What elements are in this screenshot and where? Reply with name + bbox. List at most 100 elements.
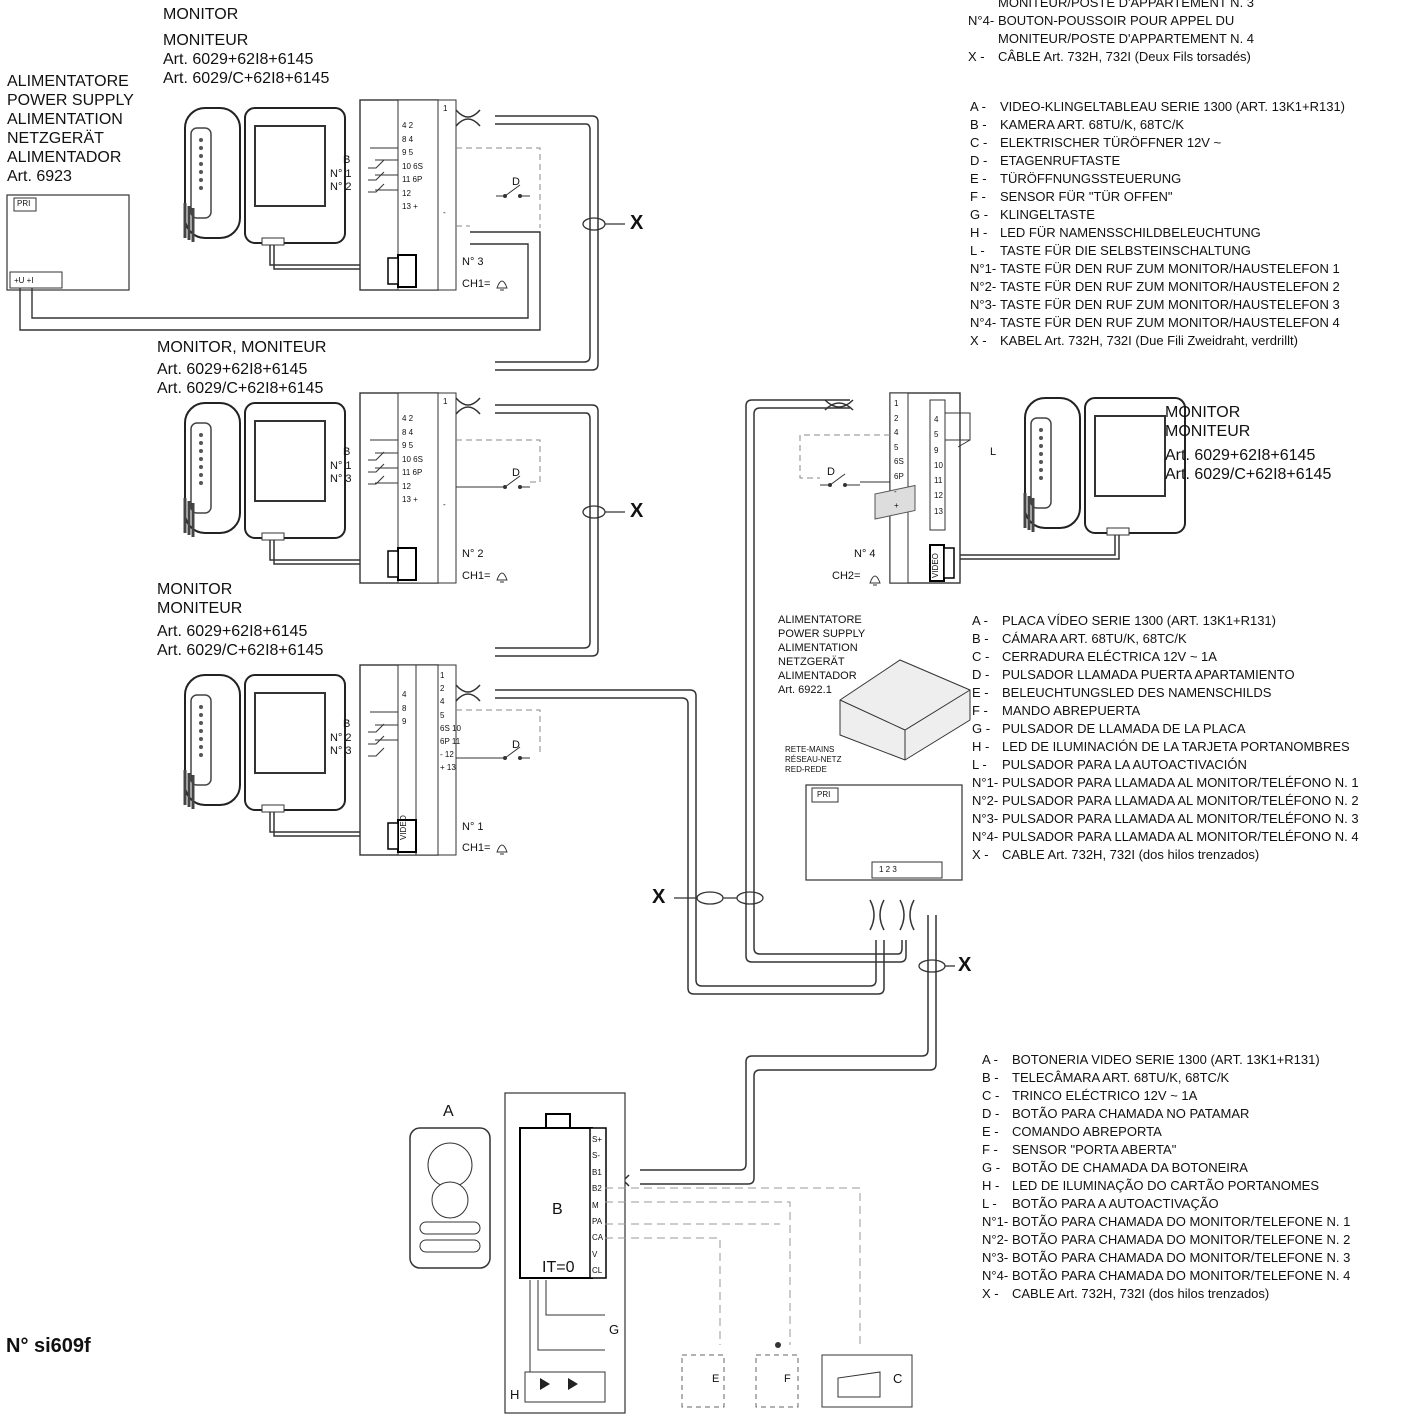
legend-row: G -PULSADOR DE LLAMADA DE LA PLACA (972, 720, 1359, 738)
legend-key: C - (972, 649, 990, 664)
legend-row: N°4-PULSADOR PARA LLAMADA AL MONITOR/TEL… (972, 828, 1359, 846)
legend-key: D - (972, 667, 990, 682)
entrance-panel (409, 1092, 913, 1414)
legend-text: TASTE FÜR DIE SELBSTEINSCHALTUNG (1000, 243, 1251, 258)
legend-text: BOTÃO PARA A AUTOACTIVAÇÃO (1012, 1196, 1219, 1211)
legend-text: ETAGENRUFTASTE (1000, 153, 1121, 168)
legend-text: CABLE Art. 732H, 732I (dos hilos trenzad… (1002, 847, 1260, 862)
legend-key: D - (970, 153, 988, 168)
legend-row: N°3-TASTE FÜR DEN RUF ZUM MONITOR/HAUSTE… (970, 296, 1345, 314)
panel-it-label: IT=0 (542, 1259, 575, 1276)
legend-key: B - (982, 1070, 999, 1085)
legend-text: PULSADOR PARA LLAMADA AL MONITOR/TELÉFON… (1002, 775, 1359, 790)
legend-text: ELEKTRISCHER TÜRÖFFNER 12V ~ (1000, 135, 1222, 150)
m4-ch: CH2= (832, 570, 861, 582)
legend-german: A -VIDEO-KLINGELTABLEAU SERIE 1300 (ART.… (970, 98, 1345, 350)
legend-key: H - (982, 1178, 1000, 1193)
legend-key: N°3- (970, 297, 997, 312)
legend-key: G - (970, 207, 989, 222)
legend-key: N°4- (982, 1268, 1009, 1283)
legend-key: L - (982, 1196, 997, 1211)
legend-row: D - ETAGENRUFTASTE (970, 152, 1345, 170)
legend-key: B - (972, 631, 989, 646)
legend-key: N°3- (972, 811, 999, 826)
legend-text: KAMERA ART. 68TU/K, 68TC/K (1000, 117, 1184, 132)
legend-text: LED DE ILUMINAÇÃO DO CARTÃO PORTANOMES (1012, 1178, 1319, 1193)
m2-n2: N° 3 (330, 473, 352, 485)
m1-num: N° 1 (462, 821, 484, 833)
legend-row: X -CABLE Art. 732H, 732I (dos hilos tren… (982, 1285, 1350, 1303)
legend-text: PULSADOR PARA LLAMADA AL MONITOR/TELÉFON… (1002, 829, 1359, 844)
legend-text: MANDO ABREPUERTA (1002, 703, 1141, 718)
legend-row: F -MANDO ABREPUERTA (972, 702, 1359, 720)
m3-n1: N° 1 (330, 168, 352, 180)
legend-key: X - (968, 49, 985, 64)
e-label: E (712, 1373, 720, 1385)
c-label: C (893, 1371, 903, 1386)
legend-row: D -PULSADOR LLAMADA PUERTA APARTAMIENTO (972, 666, 1359, 684)
monitor-n2-wiring (261, 392, 541, 584)
legend-row: E -TÜRÖFFNUNGSSTEUERUNG (970, 170, 1345, 188)
legend-row: L - BOTÃO PARA A AUTOACTIVAÇÃO (982, 1195, 1350, 1213)
monitor-n4-device (1023, 396, 1187, 535)
m3-d: D (512, 176, 520, 188)
legend-key: E - (970, 171, 987, 186)
legend-text: SENSOR FÜR "TÜR OFFEN" (1000, 189, 1173, 204)
legend-row: E -BELEUCHTUNGSLED DES NAMENSCHILDS (972, 684, 1359, 702)
legend-row: N°2-TASTE FÜR DEN RUF ZUM MONITOR/HAUSTE… (970, 278, 1345, 296)
legend-key: H - (972, 739, 990, 754)
drawing-code: N° si609f (6, 1335, 91, 1357)
power-supply-6923 (6, 194, 541, 331)
legend-row: N°2-PULSADOR PARA LLAMADA AL MONITOR/TEL… (972, 792, 1359, 810)
m3-b: B (343, 154, 351, 166)
m2-d: D (512, 467, 520, 479)
legend-key: A - (982, 1052, 998, 1067)
x-label-4: X (958, 954, 972, 976)
legend-text: BOTÃO PARA CHAMADA DO MONITOR/TELEFONE N… (1012, 1232, 1351, 1247)
legend-key: D - (982, 1106, 1000, 1121)
legend-text: CERRADURA ELÉCTRICA 12V ~ 1A (1002, 649, 1217, 664)
legend-row: X -CÂBLE Art. 732H, 732I (Deux Fils tors… (968, 48, 1254, 66)
m2-b: B (343, 446, 351, 458)
m2-num: N° 2 (462, 548, 484, 560)
legend-key: N°2- (982, 1232, 1009, 1247)
g-label: G (609, 1322, 620, 1337)
legend-key: E - (982, 1124, 999, 1139)
m3-terminal-1: 1 (443, 104, 448, 113)
panel-a-label: A (443, 1103, 454, 1120)
legend-text: BOTÃO PARA CHAMADA NO PATAMAR (1012, 1106, 1250, 1121)
m1-b: B (343, 718, 351, 730)
legend-row: N°3-PULSADOR PARA LLAMADA AL MONITOR/TEL… (972, 810, 1359, 828)
legend-text: CÁMARA ART. 68TU/K, 68TC/K (1002, 631, 1187, 646)
monitor-n2-device (183, 401, 347, 540)
legend-key: N°4- (968, 13, 995, 28)
legend-key: X - (970, 333, 987, 348)
m3-num: N° 3 (462, 256, 484, 268)
legend-spanish: A -PLACA VÍDEO SERIE 1300 (ART. 13K1+R13… (972, 612, 1359, 864)
x-label-3: X (652, 886, 666, 908)
x-label-2: X (630, 500, 644, 522)
m1-d: D (512, 739, 520, 751)
legend-text: TASTE FÜR DEN RUF ZUM MONITOR/HAUSTELEFO… (1000, 279, 1340, 294)
legend-key: L - (970, 243, 985, 258)
legend-row: N°2-BOTÃO PARA CHAMADA DO MONITOR/TELEFO… (982, 1231, 1350, 1249)
legend-text: KLINGELTASTE (1000, 207, 1095, 222)
legend-row: A -PLACA VÍDEO SERIE 1300 (ART. 13K1+R13… (972, 612, 1359, 630)
legend-row: C -ELEKTRISCHER TÜRÖFFNER 12V ~ (970, 134, 1345, 152)
m2-terminal-minus: - (443, 500, 446, 509)
x-markers (582, 217, 955, 973)
legend-key: L - (972, 757, 987, 772)
legend-row: D - BOTÃO PARA CHAMADA NO PATAMAR (982, 1105, 1350, 1123)
legend-key: H - (970, 225, 988, 240)
h-label: H (510, 1387, 520, 1402)
legend-row: H - LED DE ILUMINAÇÃO DO CARTÃO PORTANOME… (982, 1177, 1350, 1195)
m4-video-label: VIDEO (931, 553, 940, 578)
